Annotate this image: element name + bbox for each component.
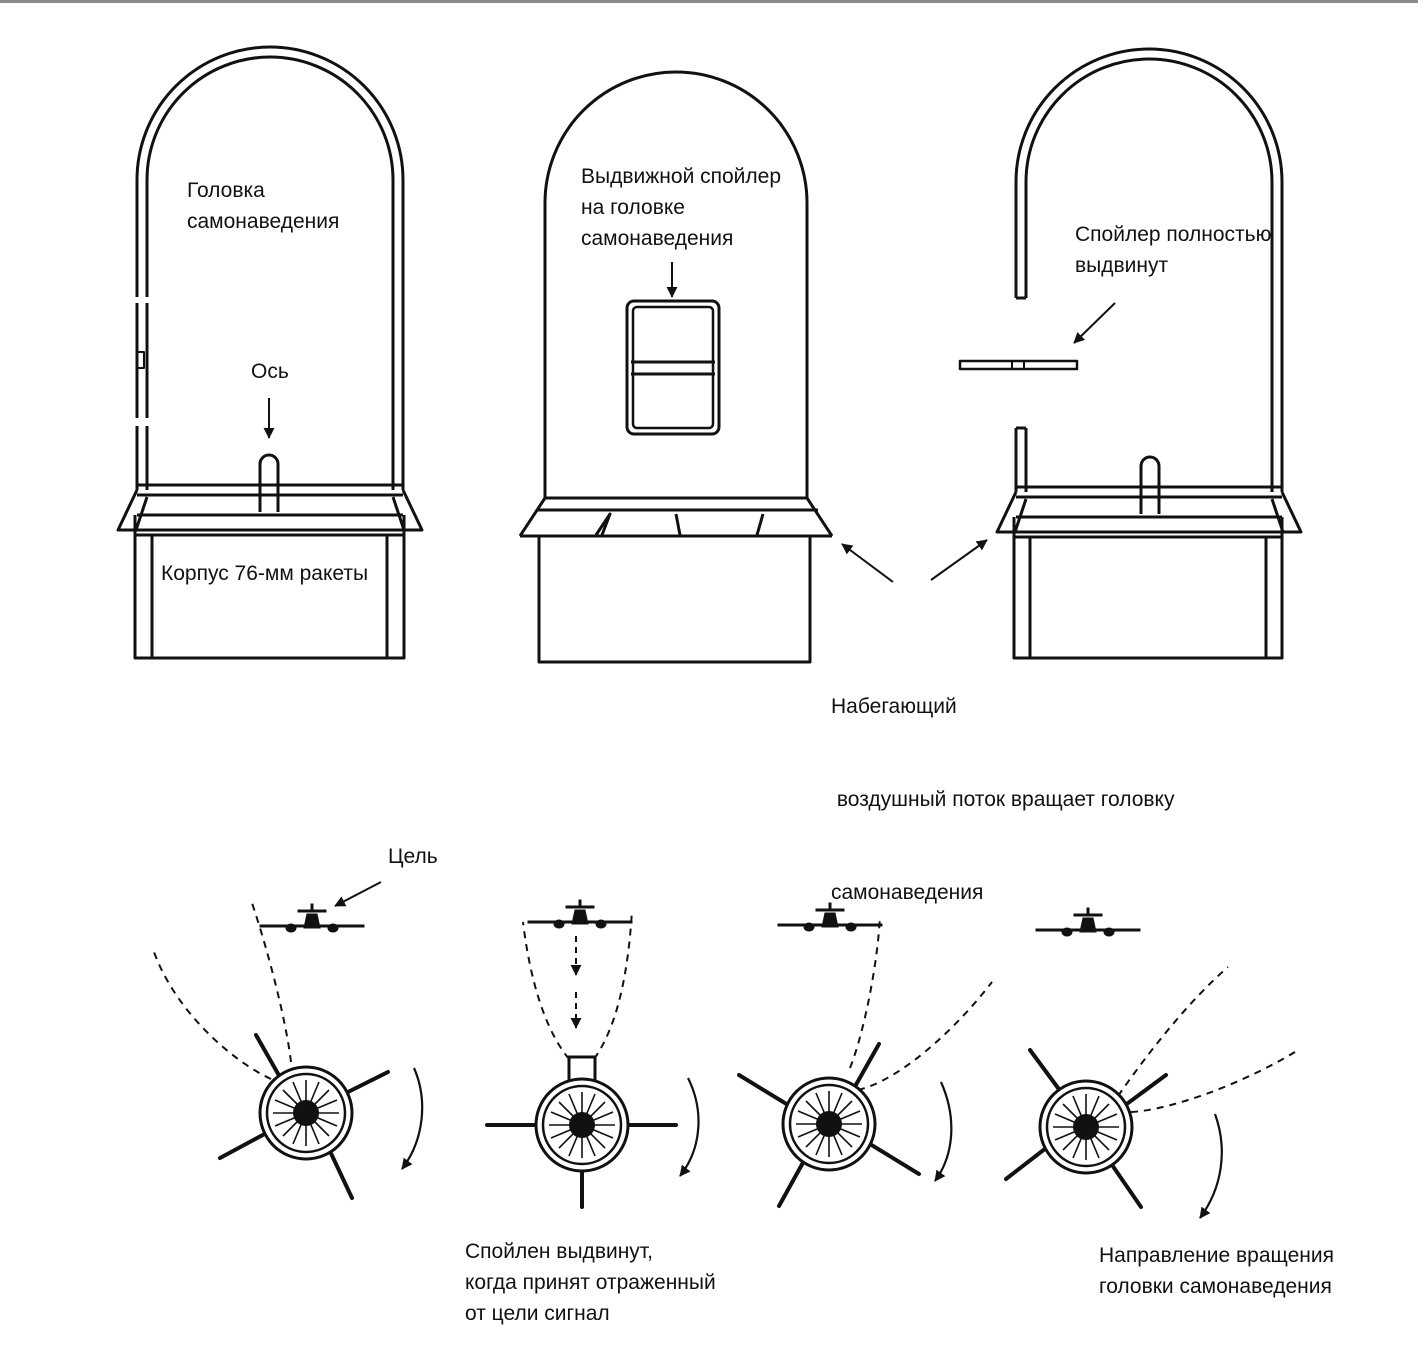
wheels xyxy=(218,1033,1168,1209)
arrow-icon xyxy=(401,1067,424,1170)
arrow-icon xyxy=(679,1077,700,1177)
rotation-arrows xyxy=(401,1067,1223,1219)
aircraft-icon xyxy=(259,903,365,933)
seeker-head-right xyxy=(958,47,1303,660)
label-spoiler-signal: Спойлен выдвинут, когда принят отраженны… xyxy=(465,1240,716,1325)
aircraft-icon xyxy=(777,902,883,932)
label-axis: Ось xyxy=(251,360,289,383)
top-rule xyxy=(0,0,1418,3)
seeker-head-middle xyxy=(518,70,834,664)
pointer-arrows-top xyxy=(263,262,1116,907)
label-target: Цель xyxy=(388,845,438,868)
missile-head-icon xyxy=(737,1042,921,1208)
label-missile-body: Корпус 76-мм ракеты xyxy=(161,562,369,585)
aircraft-group xyxy=(259,899,1141,937)
radar-beams xyxy=(153,899,1296,1113)
missile-head-icon xyxy=(218,1033,390,1200)
label-spoiler-deployed: Спойлер полностью выдвинут xyxy=(1075,223,1272,277)
arrow-icon xyxy=(1073,302,1116,344)
aircraft-icon xyxy=(527,899,633,929)
arrow-icon xyxy=(930,539,988,581)
missile-head-icon xyxy=(485,1055,678,1209)
label-rotation-direction: Направление вращения головки самонаведен… xyxy=(1099,1244,1334,1298)
label-retractable-spoiler: Выдвижной спойлер на головке самонаведен… xyxy=(581,165,782,250)
label-airflow: Набегающий воздушный поток вращает голов… xyxy=(831,695,1175,904)
missile-head-icon xyxy=(1004,1048,1168,1209)
aircraft-icon xyxy=(1035,907,1141,937)
label-seeker-head: Головка самонаведения xyxy=(187,179,340,233)
arrow-icon xyxy=(1199,1113,1223,1219)
arrow-icon xyxy=(934,1081,953,1182)
arrow-icon xyxy=(334,881,382,907)
seeker-head-left xyxy=(116,45,424,660)
arrow-icon xyxy=(841,543,894,583)
